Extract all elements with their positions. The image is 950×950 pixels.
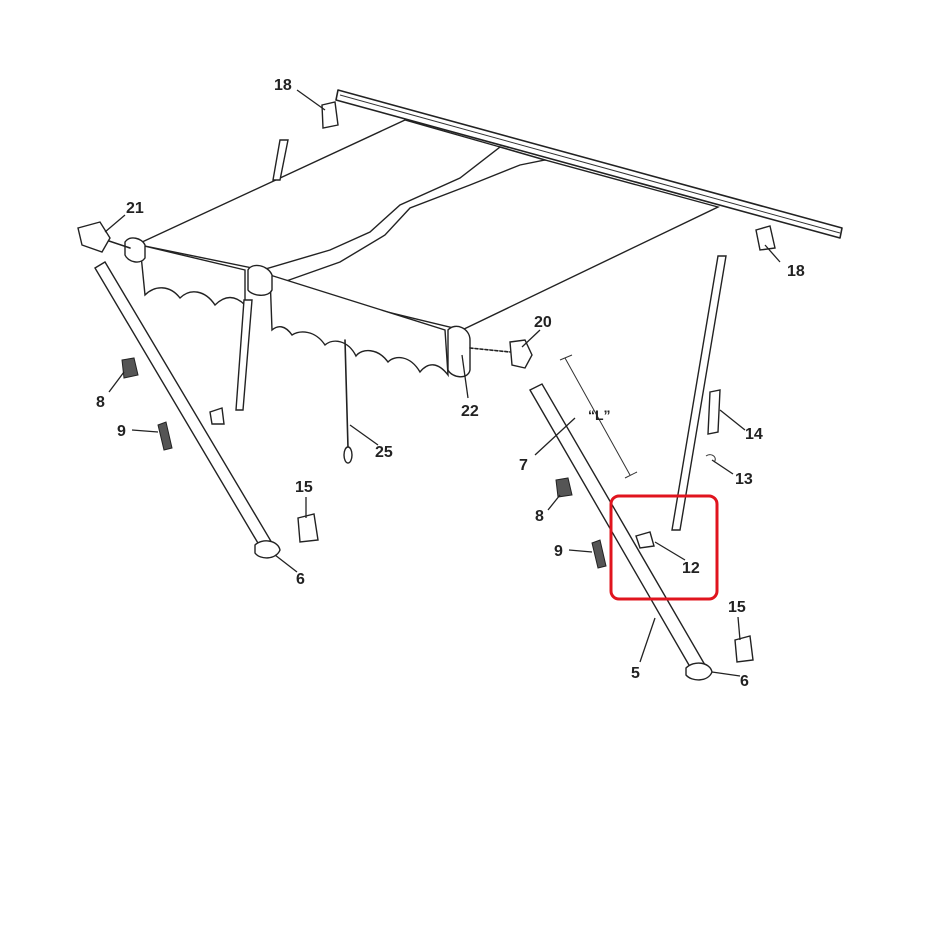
right-roller-shaft bbox=[469, 347, 511, 353]
right-bracket-15 bbox=[734, 635, 754, 663]
callout-8: 8 bbox=[96, 394, 105, 411]
dimension-L bbox=[559, 354, 638, 479]
callout-20: 20 bbox=[534, 314, 552, 331]
right-knob-9 bbox=[591, 539, 607, 569]
callout-8: 8 bbox=[535, 508, 544, 525]
left-bracket-8 bbox=[121, 357, 139, 379]
callout-7: 7 bbox=[519, 457, 528, 474]
callout-18: 18 bbox=[274, 77, 292, 94]
callout-15: 15 bbox=[728, 599, 746, 616]
left-end-cap bbox=[77, 221, 111, 253]
back-left-rafter bbox=[272, 139, 289, 181]
callout-5: 5 bbox=[631, 665, 640, 682]
left-rafter-clip bbox=[209, 407, 225, 425]
callout-9: 9 bbox=[554, 543, 563, 560]
callout-13: 13 bbox=[735, 471, 753, 488]
callout-9: 9 bbox=[117, 423, 126, 440]
callout-22: 22 bbox=[461, 403, 479, 420]
lever-14 bbox=[707, 389, 721, 435]
pull-strap-25 bbox=[343, 339, 353, 464]
right-rafter bbox=[671, 255, 727, 531]
right-bracket-8 bbox=[555, 477, 573, 498]
right-end-cap bbox=[509, 339, 533, 369]
highlight-box-part-12 bbox=[609, 494, 719, 601]
callout-15: 15 bbox=[295, 479, 313, 496]
callout-18: 18 bbox=[787, 263, 805, 280]
awning-canopy bbox=[124, 119, 720, 378]
clip-12 bbox=[635, 531, 655, 549]
awning-rail bbox=[335, 89, 843, 239]
leader-lines bbox=[104, 89, 781, 677]
callout-25: 25 bbox=[375, 444, 393, 461]
callout-6: 6 bbox=[296, 571, 305, 588]
left-rafter bbox=[235, 299, 253, 411]
left-knob-9 bbox=[157, 421, 173, 451]
callout-12: 12 bbox=[682, 560, 700, 577]
callout-14: 14 bbox=[745, 426, 763, 443]
right-foot bbox=[685, 662, 713, 681]
dimension-label-L: “L” bbox=[588, 407, 611, 423]
clip-13 bbox=[705, 454, 716, 463]
left-rail-bracket bbox=[321, 101, 339, 129]
left-bracket-15 bbox=[297, 513, 319, 543]
callout-21: 21 bbox=[126, 200, 144, 217]
callout-6: 6 bbox=[740, 673, 749, 690]
right-rail-bracket bbox=[755, 225, 776, 251]
left-foot bbox=[254, 540, 281, 559]
